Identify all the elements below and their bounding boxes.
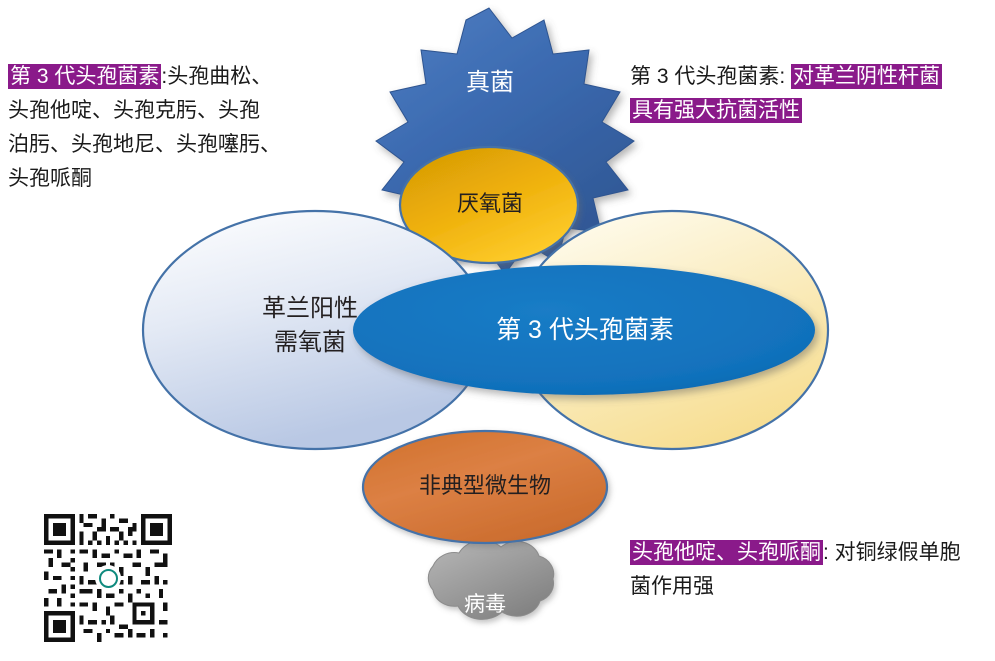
note-left-line-1-rest: :头孢曲松、 bbox=[161, 65, 273, 88]
note-right-prefix: 第 3 代头孢菌素: bbox=[630, 65, 792, 88]
shape-virus bbox=[427, 539, 555, 620]
note-bottom-line-2: 菌作用强 bbox=[630, 575, 714, 598]
qr-code-center-logo bbox=[95, 565, 121, 591]
note-bottom-pseudomonas-activity: 头孢他啶、头孢哌酮: 对铜绿假单胞 菌作用强 bbox=[630, 536, 961, 604]
note-bottom-line-1: 头孢他啶、头孢哌酮: 对铜绿假单胞 bbox=[630, 536, 961, 570]
shape-center-cephalosporin bbox=[353, 265, 815, 395]
note-left-line-4: 头孢哌酮 bbox=[8, 167, 92, 190]
note-right-highlight-1: 对革兰阴性杆菌 bbox=[791, 64, 943, 89]
note-left-line-3: 泊肟、头孢地尼、头孢噻肟、 bbox=[8, 133, 281, 156]
shape-atypical bbox=[361, 429, 609, 545]
note-bottom-line-1-rest: : 对铜绿假单胞 bbox=[823, 541, 961, 564]
qr-logo-ring bbox=[98, 568, 118, 588]
note-right-gram-negative-activity: 第 3 代头孢菌素: 对革兰阴性杆菌 具有强大抗菌活性 bbox=[630, 60, 943, 128]
note-right-line-2: 具有强大抗菌活性 bbox=[630, 94, 942, 128]
note-left-line-2: 头孢他啶、头孢克肟、头孢 bbox=[8, 99, 260, 122]
qr-code[interactable] bbox=[44, 514, 172, 642]
note-right-line-1: 第 3 代头孢菌素: 对革兰阴性杆菌 bbox=[630, 60, 943, 94]
note-bottom-highlight: 头孢他啶、头孢哌酮 bbox=[630, 540, 823, 565]
shape-anaerobe bbox=[398, 145, 580, 265]
note-left-line-1: 第 3 代头孢菌素:头孢曲松、 bbox=[8, 60, 281, 94]
note-right-highlight-2: 具有强大抗菌活性 bbox=[630, 98, 802, 123]
note-left-drug-list: 第 3 代头孢菌素:头孢曲松、 头孢他啶、头孢克肟、头孢 泊肟、头孢地尼、头孢噻… bbox=[8, 60, 281, 196]
note-left-highlight: 第 3 代头孢菌素 bbox=[8, 64, 162, 89]
